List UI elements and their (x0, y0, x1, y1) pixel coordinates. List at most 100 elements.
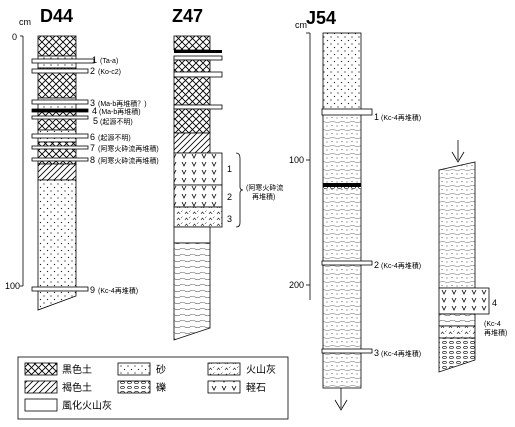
layer-black-soil (174, 36, 210, 50)
column-title-z47: Z47 (172, 6, 203, 26)
annotation-d44-2: 2 (Ko-c2) (90, 66, 121, 76)
tephra-band (32, 146, 88, 149)
svg-text:4: 4 (92, 106, 97, 116)
svg-text:(Kc-4再堆積): (Kc-4再堆積) (98, 286, 138, 295)
layer-pumice (174, 153, 222, 185)
legend-label: 風化火山灰 (62, 399, 112, 412)
gravel-band (323, 183, 361, 187)
legend-label: 褐色土 (62, 381, 92, 394)
tick-label-100-d44: 100 (5, 281, 20, 291)
tick-label-200-j54: 200 (289, 280, 304, 290)
svg-text:(Kc-4再堆積): (Kc-4再堆積) (381, 113, 421, 122)
legend-swatch-brown-soil (25, 381, 57, 393)
tephra-band (32, 59, 94, 63)
bracket-label-line1: (阿寒火砕流 (246, 183, 283, 192)
svg-text:(Ta-a): (Ta-a) (100, 58, 118, 65)
bracket-label-line2: 再堆積) (252, 192, 275, 201)
tephra-band (32, 158, 88, 161)
layer-gravel (439, 338, 475, 372)
layer-sand (439, 162, 475, 288)
layer-sand (323, 111, 361, 388)
svg-text:8: 8 (90, 155, 95, 165)
legend-label: 礫 (156, 381, 166, 394)
svg-text:6: 6 (90, 132, 95, 142)
layer-pumice (174, 185, 222, 207)
svg-text:9: 9 (90, 285, 95, 295)
unit-label-d44: cm (19, 17, 31, 27)
svg-text:(Ko-c2): (Ko-c2) (98, 69, 121, 76)
tephra-band (174, 50, 222, 53)
legend-swatch-sand (118, 363, 150, 375)
layer-volcanic-ash (439, 326, 475, 338)
gravel-band (323, 187, 361, 189)
tephra-band (32, 287, 88, 291)
tephra-band (32, 134, 88, 138)
annotation-j54-2: 2 (Kc-4再堆積) (374, 260, 421, 270)
annotation-d44-9: 9 (Kc-4再堆積) (90, 285, 138, 295)
annotation-d44-6: 6 (起源不明) (90, 132, 131, 142)
layer-brown-soil (38, 164, 76, 180)
column-title-d44: D44 (40, 6, 73, 26)
tephra-band (32, 116, 88, 119)
tephra-band (322, 261, 372, 265)
layer-sand (174, 243, 210, 340)
layer-volcanic-ash (174, 207, 222, 227)
legend: 黒色土 砂 火山灰 褐色土 礫 軽石 風化火山灰 (18, 357, 288, 419)
svg-text:1: 1 (374, 112, 379, 122)
layer-sand (439, 314, 475, 326)
svg-text:(Ma-b再堆積？): (Ma-b再堆積？) (98, 99, 147, 108)
tephra-band (32, 69, 88, 73)
annotation-d44-1: 1 (Ta-a) (92, 55, 118, 65)
legend-label: 黒色土 (62, 363, 92, 376)
tephra-band (322, 349, 372, 353)
layer-black-soil (174, 109, 210, 133)
legend-swatch-pumice (208, 381, 240, 393)
layer-black-soil (174, 60, 210, 72)
side-label-line1: (Kc-4 (484, 321, 501, 328)
layer-pumice (439, 288, 489, 314)
annotation-j54-4: 4 (492, 298, 497, 308)
layer-weathered-ash (174, 227, 210, 243)
svg-text:7: 7 (90, 143, 95, 153)
annotation-z47-2: 2 (227, 192, 232, 202)
layer-brown-soil (174, 133, 210, 153)
svg-text:2: 2 (90, 66, 95, 76)
annotation-d44-7: 7 (阿寒火砕流再堆積) (90, 143, 159, 153)
annotation-d44-3: 3 (Ma-b再堆積？) (90, 98, 147, 108)
arrow-down-icon (452, 140, 464, 162)
tephra-band (322, 109, 372, 115)
layer-black-soil (38, 112, 76, 130)
layer-black-soil (174, 77, 210, 105)
svg-text:2: 2 (374, 260, 379, 270)
legend-label: 軽石 (246, 382, 266, 394)
svg-text:1: 1 (92, 55, 97, 65)
svg-text:3: 3 (374, 348, 379, 358)
legend-swatch-volcanic-ash (208, 363, 240, 375)
svg-text:(阿寒火砕流再堆積): (阿寒火砕流再堆積) (98, 156, 159, 165)
annotation-j54-1: 1 (Kc-4再堆積) (374, 112, 421, 122)
side-label-line2: 再堆積) (484, 328, 507, 337)
svg-text:(起源不明): (起源不明) (100, 117, 133, 126)
legend-label: 砂 (156, 363, 166, 376)
tephra-band (174, 105, 222, 109)
annotation-z47-1: 1 (227, 164, 232, 174)
column-z47: Z47 1 2 3 (阿寒火砕流 再堆積) (172, 6, 283, 340)
legend-swatch-weathered-ash (25, 399, 57, 411)
tephra-band (32, 109, 88, 112)
annotation-d44-5: 5 (起源不明) (93, 116, 133, 126)
legend-label: 火山灰 (246, 363, 276, 376)
svg-text:(Kc-4再堆積): (Kc-4再堆積) (381, 349, 421, 358)
tephra-band (32, 100, 88, 104)
column-title-j54: J54 (306, 8, 336, 28)
svg-text:(起源不明): (起源不明) (98, 133, 131, 142)
svg-text:(Ma-b再堆積): (Ma-b再堆積) (99, 107, 141, 116)
layer-black-soil (38, 36, 76, 56)
tick-label-100-j54: 100 (289, 155, 304, 165)
tephra-band (174, 72, 222, 77)
annotation-d44-8: 8 (阿寒火砕流再堆積) (90, 155, 159, 165)
svg-text:(阿寒火砕流再堆積): (阿寒火砕流再堆積) (98, 144, 159, 153)
unit-label-j54: cm (295, 20, 307, 30)
legend-swatch-gravel (118, 381, 150, 393)
svg-text:(Kc-4再堆積): (Kc-4再堆積) (381, 261, 421, 270)
